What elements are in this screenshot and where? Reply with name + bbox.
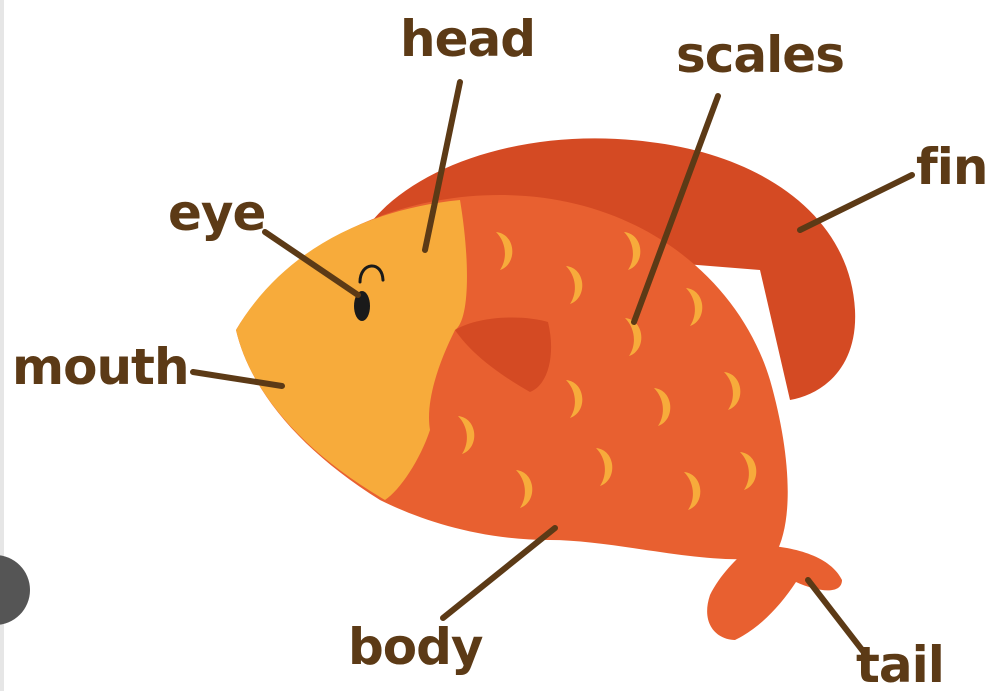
label-head: head (400, 14, 535, 64)
label-tail: tail (856, 640, 944, 690)
scroll-button-partial[interactable] (0, 555, 30, 625)
label-scales: scales (676, 30, 844, 80)
label-eye: eye (168, 188, 265, 238)
label-body: body (348, 622, 483, 672)
body-leader-line (443, 528, 555, 618)
fin-leader-line (800, 175, 912, 230)
label-mouth: mouth (12, 342, 189, 392)
tail-shape (707, 545, 842, 640)
label-fin: fin (916, 142, 986, 192)
